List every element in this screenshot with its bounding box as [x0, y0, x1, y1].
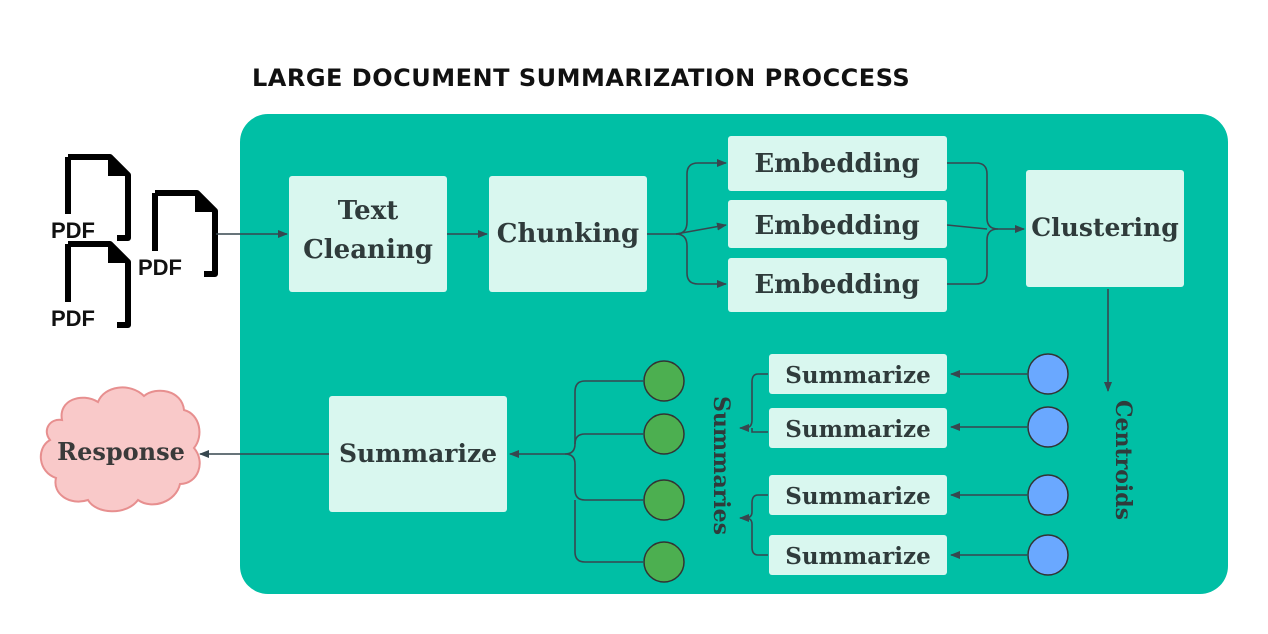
summaries-label: Summaries [708, 396, 734, 535]
summarize-node-3: Summarize [769, 475, 947, 515]
document-icon: PDF [51, 154, 131, 243]
response-node: Response [40, 386, 201, 513]
pdf-label: PDF [138, 255, 182, 280]
embedding-box [728, 136, 947, 191]
embedding-label: Embedding [754, 211, 919, 241]
arrow-chunking-to-embedding-3 [675, 233, 727, 288]
final-summarize-label: Summarize [339, 439, 497, 468]
embedding-node-2: Embedding [728, 200, 947, 248]
summary-circles [643, 360, 685, 583]
arrow-summary-3-to-final [564, 453, 643, 501]
connectors [199, 159, 1112, 563]
clustering-label: Clustering [1031, 213, 1178, 242]
chunking-box [489, 176, 647, 292]
embedding-box [728, 200, 947, 248]
centroid-circle [1027, 534, 1069, 576]
arrow-chunking-to-embedding-2 [675, 222, 727, 235]
embedding-label: Embedding [754, 270, 919, 300]
arrow-summary-4-to-final [574, 500, 643, 563]
document-icon: PDF [138, 190, 218, 280]
pdf-inputs: PDF PDF PDF [51, 154, 218, 331]
summarize-node-4: Summarize [769, 535, 947, 575]
cloud-icon [40, 386, 201, 513]
pdf-label: PDF [51, 306, 95, 331]
clustering-node: Clustering [1026, 170, 1184, 287]
summary-circle [643, 541, 685, 583]
centroids-label: Centroids [1110, 400, 1136, 520]
summary-circle [643, 413, 685, 455]
centroid-circle [1027, 406, 1069, 448]
text-cleaning-label-line1: Text [338, 196, 398, 226]
final-summarize-box [329, 396, 507, 512]
arrow-embedding-2-to-clustering [946, 224, 988, 230]
chunking-node: Chunking [489, 176, 647, 292]
document-icon: PDF [51, 241, 131, 331]
centroid-circle [1027, 353, 1069, 395]
summarize-node-2: Summarize [769, 408, 947, 448]
diagram-title: LARGE DOCUMENT SUMMARIZATION PROCCESS [252, 64, 910, 92]
summarize-box [769, 475, 947, 515]
arrow-embedding-1-to-clustering [947, 162, 1025, 233]
summarize-box [769, 354, 947, 394]
pdf-label: PDF [51, 218, 95, 243]
final-summarize-node: Summarize [329, 396, 507, 512]
text-cleaning-node: Text Cleaning [289, 176, 447, 292]
summary-circle [643, 360, 685, 402]
arrow-summary-1-to-final [564, 380, 643, 455]
summarize-label: Summarize [785, 483, 930, 510]
embedding-node-1: Embedding [728, 136, 947, 191]
embedding-node-3: Embedding [728, 258, 947, 312]
chunking-label: Chunking [497, 219, 639, 249]
summarize-box [769, 535, 947, 575]
arrow-summaries-upper-a [739, 373, 768, 432]
embedding-box [728, 258, 947, 312]
response-label: Response [57, 437, 185, 466]
summarize-label: Summarize [785, 543, 930, 570]
summary-circle [643, 479, 685, 521]
clustering-box [1026, 170, 1184, 287]
text-cleaning-label-line2: Cleaning [303, 235, 433, 265]
arrow-summaries-lower-b [744, 517, 768, 556]
summarize-box [769, 408, 947, 448]
summarize-node-1: Summarize [769, 354, 947, 394]
centroid-circle [1027, 474, 1069, 516]
embedding-label: Embedding [754, 149, 919, 179]
arrow-summary-2-to-final [574, 433, 643, 445]
arrow-embedding-3-to-clustering [947, 228, 999, 285]
summarize-label: Summarize [785, 416, 930, 443]
summarize-label: Summarize [785, 362, 930, 389]
arrow-summaries-upper-b [751, 428, 768, 433]
centroid-circles [1027, 353, 1069, 576]
text-cleaning-box [289, 176, 447, 292]
